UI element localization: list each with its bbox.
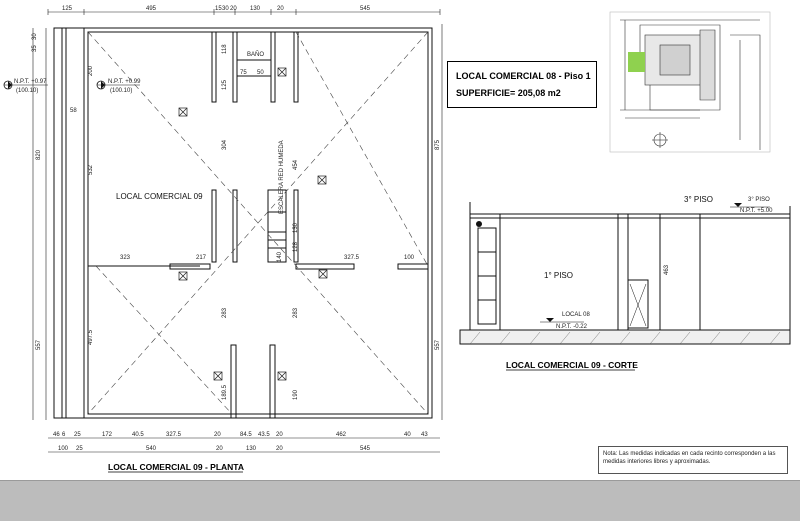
dim-bot1-10: 462 — [336, 432, 347, 438]
section-floor1-label: 1° PISO — [544, 271, 573, 280]
dim-top-1: 495 — [146, 6, 157, 12]
section-npt-local: LOCAL 08 N.P.T. -0.22 — [540, 312, 590, 330]
dim-bot1-5: 327.5 — [166, 432, 182, 438]
dim-in-6: 454 — [293, 159, 299, 170]
section-ground — [459, 329, 791, 345]
section-npt-local-value: N.P.T. -0.22 — [556, 324, 588, 330]
dim-bot1-7: 84.5 — [240, 432, 252, 438]
dim-right-1: 557 — [435, 339, 441, 350]
site-key-map — [609, 11, 771, 153]
dim-in-3: 327.5 — [344, 255, 360, 261]
plan-walls — [53, 27, 433, 419]
npt-marker-left: N.P.T. +0.97 (100.10) — [3, 79, 48, 94]
dim-left-0: 30 — [32, 33, 38, 40]
dim-in-15: 118 — [222, 44, 228, 54]
dim-in-17: 50 — [257, 70, 264, 76]
dim-bot1-6: 20 — [214, 432, 221, 438]
dim-in-14: 200 — [88, 65, 94, 76]
bano-label: BAÑO — [247, 51, 264, 58]
npt-right-value: (100.10) — [110, 88, 132, 94]
section-npt-floor3-label: 3° PISO — [748, 197, 770, 203]
dim-bot1-2: 25 — [74, 432, 81, 438]
dim-in-5: 304 — [222, 139, 228, 150]
title-box: LOCAL COMERCIAL 08 - Piso 1 SUPERFICIE= … — [447, 61, 597, 108]
dim-in-19: 125 — [222, 79, 228, 90]
dim-in-1: 323 — [120, 255, 131, 261]
section-npt-local-label: LOCAL 08 — [562, 312, 590, 318]
dim-in-9: 497.5 — [88, 329, 94, 345]
title-line-2: SUPERFICIE= 205,08 m2 — [456, 88, 561, 98]
dim-in-2: 217 — [196, 255, 207, 261]
dim-bot1-11: 40 — [404, 432, 411, 438]
dim-in-20: 140 — [277, 251, 283, 262]
room-label: LOCAL COMERCIAL 09 — [116, 192, 203, 201]
dim-bot1-3: 172 — [102, 432, 113, 438]
stair-label: ESCALERA RED HUMEDA — [279, 140, 285, 214]
site-highlight — [628, 52, 645, 72]
dim-top-2: 15 — [215, 6, 222, 12]
dim-right-0: 875 — [435, 139, 441, 150]
dim-left-3: 557 — [36, 339, 42, 350]
plan-dimension-lines — [32, 9, 443, 453]
plan-caption: LOCAL COMERCIAL 09 - PLANTA — [108, 462, 244, 472]
dim-top-7: 545 — [360, 6, 371, 12]
dim-bot1-9: 20 — [276, 432, 283, 438]
dim-bot2-6: 545 — [360, 446, 371, 452]
section-npt-floor3: 3° PISO N.P.T. +5.00 — [730, 197, 773, 214]
dim-in-7: 283 — [222, 307, 228, 318]
dim-bot2-0: 100 — [58, 446, 69, 452]
npt-marker-right: N.P.T. +0.99 (100.10) — [96, 79, 141, 94]
section-floor3-label: 3° PISO — [684, 195, 713, 204]
dim-bot1-0: 46 — [53, 432, 60, 438]
dim-top-5: 130 — [250, 6, 261, 12]
dim-bot2-2: 540 — [146, 446, 157, 452]
plan-column-marks — [178, 67, 328, 381]
dim-bot1-8: 43.5 — [258, 432, 270, 438]
dim-in-10: 130 — [293, 222, 299, 233]
npt-left-value: (100.10) — [16, 88, 38, 94]
title-line-1: LOCAL COMERCIAL 08 - Piso 1 — [456, 71, 591, 81]
section-npt-floor3-value: N.P.T. +5.00 — [740, 208, 773, 214]
section-drawing — [469, 202, 791, 330]
dim-bot2-4: 130 — [246, 446, 257, 452]
dim-top-4: 20 — [230, 6, 237, 12]
dim-bot1-12: 43 — [421, 432, 428, 438]
plan-diagonals — [87, 31, 429, 415]
dim-in-8: 283 — [293, 307, 299, 318]
dim-bot1-4: 40.5 — [132, 432, 144, 438]
section-height-dim: 463 — [664, 264, 670, 275]
dim-bot1-1: 6 — [62, 432, 66, 438]
dim-bot2-1: 25 — [76, 446, 83, 452]
dim-in-13: 189.5 — [222, 384, 228, 400]
dim-top-6: 20 — [277, 6, 284, 12]
dim-in-4: 100 — [404, 255, 415, 261]
dim-in-0: 532 — [88, 164, 94, 175]
dim-in-18: 58 — [70, 108, 77, 114]
dim-in-16: 75 — [240, 70, 247, 76]
npt-right-label: N.P.T. +0.99 — [108, 79, 141, 85]
dim-in-12: 190 — [293, 389, 299, 400]
dim-bot2-3: 20 — [216, 446, 223, 452]
architectural-drawing: 125 495 15 30 20 130 20 545 30 35 820 55… — [3, 6, 791, 473]
dim-top-0: 125 — [62, 6, 73, 12]
section-column-dot — [476, 221, 482, 227]
npt-left-label: N.P.T. +0.97 — [14, 79, 47, 85]
drawing-sheet: 125 495 15 30 20 130 20 545 30 35 820 55… — [3, 6, 791, 474]
dim-in-11: 128 — [293, 241, 299, 252]
dim-left-1: 35 — [32, 45, 38, 52]
dim-left-2: 820 — [36, 149, 42, 160]
dim-bot2-5: 20 — [276, 446, 283, 452]
note-box: Nota: Las medidas indicadas en cada reci… — [598, 446, 788, 474]
section-caption: LOCAL COMERCIAL 09 - CORTE — [506, 360, 638, 370]
viewer-footer-bar — [0, 480, 800, 521]
dim-top-3: 30 — [222, 6, 229, 12]
